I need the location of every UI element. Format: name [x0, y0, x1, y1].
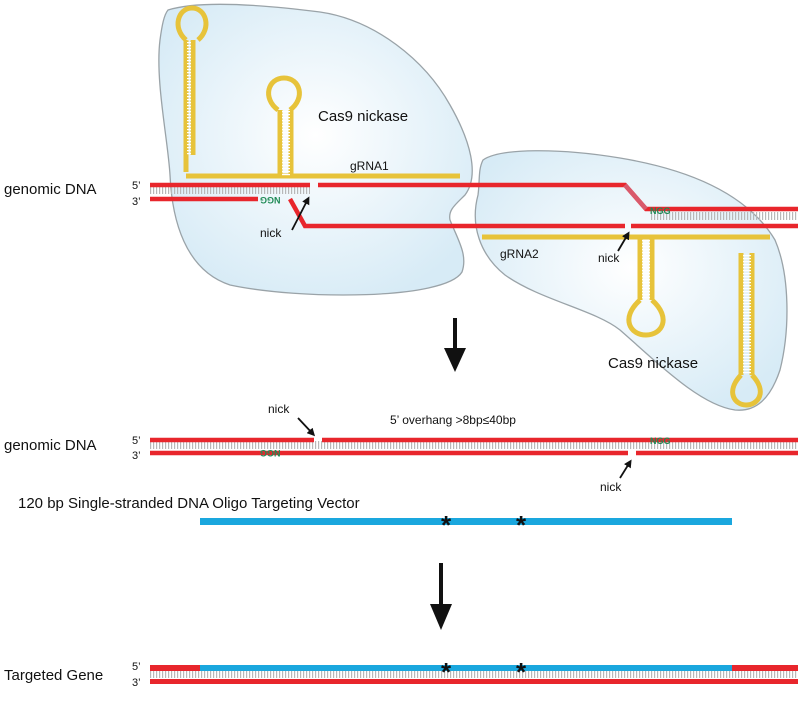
- nick-label-1: nick: [260, 226, 282, 240]
- genomic-dna-label-1: genomic DNA: [4, 181, 97, 198]
- grna1-structure: [175, 5, 460, 179]
- grna2-label: gRNA2: [500, 247, 539, 261]
- grna2-structure: [482, 234, 770, 408]
- three-prime-label-3: 3’: [132, 677, 141, 689]
- genomic-dna-2: NGG NGG: [150, 436, 798, 458]
- three-prime-label-2: 3’: [132, 450, 141, 462]
- pam-ngg-3: NGG: [650, 436, 671, 446]
- genomic-dna-1: NGG NGG: [150, 182, 798, 229]
- grna1-label: gRNA1: [350, 159, 389, 173]
- ssdna-oligo: [200, 518, 732, 525]
- five-prime-label-2: 5’: [132, 435, 141, 447]
- five-prime-label-3: 5’: [132, 661, 141, 673]
- nick-arrow-3: [297, 417, 316, 437]
- nick-arrow-1: [291, 196, 310, 231]
- oligo-label: 120 bp Single-stranded DNA Oligo Targeti…: [18, 495, 360, 512]
- nick-label-2: nick: [598, 251, 620, 265]
- nick-arrow-2: [617, 231, 630, 252]
- targeted-gene-label: Targeted Gene: [4, 667, 103, 684]
- nick-arrow-4: [619, 459, 632, 479]
- cas9-nickase-label-top: Cas9 nickase: [318, 108, 408, 125]
- three-prime-label-1: 3’: [132, 196, 141, 208]
- genomic-dna-label-2: genomic DNA: [4, 437, 97, 454]
- nick-label-3: nick: [268, 402, 290, 416]
- pam-ngg-2: NGG: [650, 206, 671, 216]
- pam-ngg-4: NGG: [260, 448, 281, 458]
- overhang-label: 5’ overhang >8bp≤40bp: [390, 413, 516, 427]
- pam-ngg-1: NGG: [260, 195, 281, 205]
- mutation-mark-1: *: [441, 510, 452, 540]
- nick-label-4: nick: [600, 480, 622, 494]
- cas9-nickase-top-shape: [158, 3, 473, 296]
- five-prime-label-1: 5’: [132, 180, 141, 192]
- targeted-gene-dna: [150, 665, 798, 684]
- cas9-nickase-label-bottom: Cas9 nickase: [608, 355, 698, 372]
- mutation-mark-4: *: [516, 657, 527, 687]
- mutation-mark-3: *: [441, 657, 452, 687]
- mutation-mark-2: *: [516, 510, 527, 540]
